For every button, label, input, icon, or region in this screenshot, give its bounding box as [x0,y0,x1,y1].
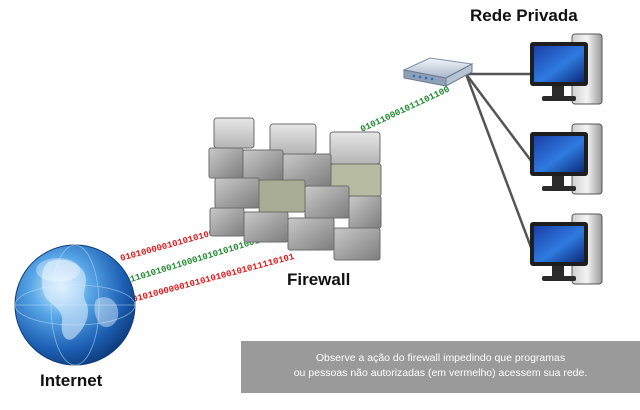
internet-label: Internet [40,371,103,390]
router-icon [402,57,474,87]
cable-to-computer-3 [464,73,534,251]
caption-line-2: ou pessoas não autorizadas (em vermelho)… [293,367,588,379]
caption-box: Observe a ação do firewall impedindo que… [241,341,640,393]
firewall-label: Firewall [287,270,351,289]
binary-stream-passed: 010110001011101100 [359,85,451,135]
computer-icon [530,33,603,105]
private-network-label: Rede Privada [470,6,578,25]
computer-icon [530,123,603,195]
computer-icon [530,213,603,285]
globe-icon [14,244,136,366]
network-cables [464,72,534,251]
cable-to-computer-2 [465,73,533,163]
brick-wall-icon [208,117,382,261]
caption-line-1: Observe a ação do firewall impedindo que… [315,352,566,364]
